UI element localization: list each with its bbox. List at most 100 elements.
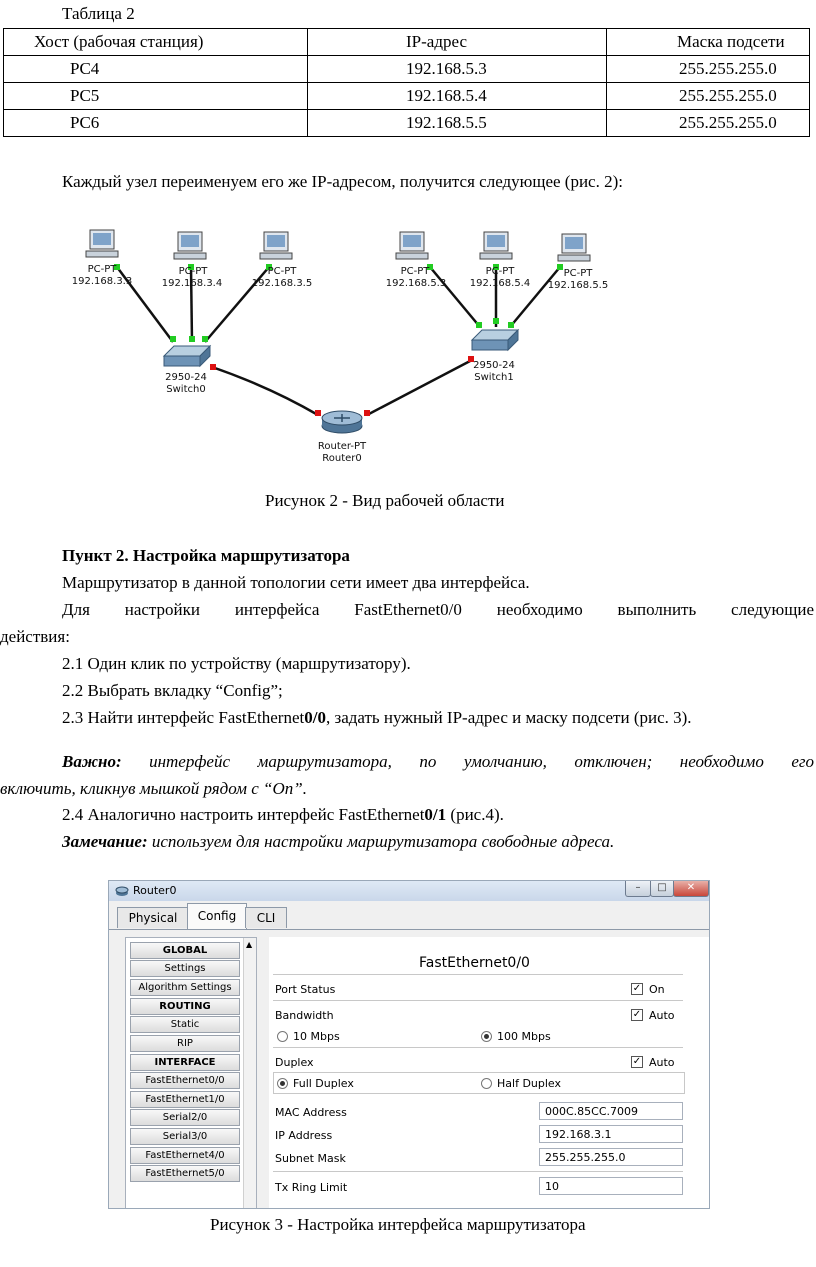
router-config-window: Router0 – □ ✕ Physical Config CLI GLOBAL… bbox=[108, 880, 710, 1209]
pc-icon bbox=[479, 231, 513, 260]
duplex-group bbox=[273, 1072, 685, 1094]
switch-name-label: Switch1 bbox=[474, 372, 513, 383]
duplex-auto-label: Auto bbox=[649, 1056, 675, 1069]
nav-static[interactable]: Static bbox=[130, 1016, 240, 1033]
subnet-mask-field[interactable]: 255.255.255.0 bbox=[539, 1148, 683, 1166]
nav-serial3-0[interactable]: Serial3/0 bbox=[130, 1128, 240, 1145]
table-row: PC4 192.168.5.3 255.255.255.0 bbox=[3, 55, 810, 83]
cable bbox=[115, 266, 175, 343]
duplex-auto-checkbox[interactable]: ✓ bbox=[631, 1056, 643, 1068]
tab-cli[interactable]: CLI bbox=[245, 907, 287, 928]
divider bbox=[273, 1047, 683, 1048]
bandwidth-label: Bandwidth bbox=[275, 1009, 334, 1022]
tab-config[interactable]: Config bbox=[187, 903, 247, 929]
pc-type-label: PC-PT bbox=[564, 268, 594, 279]
nav-fastethernet4-0[interactable]: FastEthernet4/0 bbox=[130, 1147, 240, 1164]
router-icon bbox=[115, 886, 129, 896]
host-table: Хост (рабочая станция) IP-адрес Маска по… bbox=[3, 28, 810, 137]
pc-ip-label: 192.168.5.5 bbox=[548, 280, 608, 291]
port-status-label: Port Status bbox=[275, 983, 336, 996]
radio-half-duplex[interactable] bbox=[481, 1078, 492, 1089]
window-titlebar: Router0 – □ ✕ bbox=[109, 881, 709, 901]
pc-icon bbox=[85, 229, 119, 258]
scroll-up-icon[interactable]: ▲ bbox=[246, 940, 253, 949]
maximize-button[interactable]: □ bbox=[650, 881, 674, 897]
radio-10mbps[interactable] bbox=[277, 1031, 288, 1042]
pc-ip-label: 192.168.3.4 bbox=[162, 278, 222, 289]
header-mask: Маска подсети bbox=[606, 28, 810, 56]
cable bbox=[429, 266, 481, 328]
switch-name-label: Switch0 bbox=[166, 384, 205, 395]
step: 2.4 Аналогично настроить интерфейс FastE… bbox=[62, 805, 504, 825]
radio-100mbps-label: 100 Mbps bbox=[497, 1030, 551, 1043]
step: 2.1 Один клик по устройству (маршрутизат… bbox=[62, 654, 411, 673]
nav-rip[interactable]: RIP bbox=[130, 1035, 240, 1052]
table-caption: Таблица 2 bbox=[62, 4, 135, 23]
note-text: используем для настройки маршрутизатора … bbox=[147, 832, 615, 851]
interface-heading: FastEthernet0/0 bbox=[419, 955, 530, 971]
header-ip: IP-адрес bbox=[307, 28, 607, 56]
pc-type-label: PC-PT bbox=[486, 266, 516, 277]
radio-full-duplex[interactable] bbox=[277, 1078, 288, 1089]
switch-icon bbox=[162, 344, 212, 368]
cell-ip: 192.168.5.3 bbox=[307, 55, 607, 83]
pc-ip-label: 192.168.5.3 bbox=[386, 278, 446, 289]
pc-ip-label: 192.168.5.4 bbox=[470, 278, 530, 289]
nav-global[interactable]: GLOBAL bbox=[130, 942, 240, 959]
radio-100mbps[interactable] bbox=[481, 1031, 492, 1042]
port-status-checkbox[interactable]: ✓ bbox=[631, 983, 643, 995]
pc-type-label: PC-PT bbox=[179, 266, 209, 277]
cell-mask: 255.255.255.0 bbox=[606, 55, 810, 83]
ip-address-field[interactable]: 192.168.3.1 bbox=[539, 1125, 683, 1143]
divider bbox=[273, 1171, 683, 1172]
cable bbox=[204, 266, 270, 343]
switch-model-label: 2950-24 bbox=[473, 360, 515, 371]
nav-fastethernet1-0[interactable]: FastEthernet1/0 bbox=[130, 1091, 240, 1108]
nav-settings[interactable]: Settings bbox=[130, 960, 240, 977]
config-nav-panel: GLOBAL Settings Algorithm Settings ROUTI… bbox=[125, 937, 257, 1208]
pc-type-label: PC-PT bbox=[401, 266, 431, 277]
divider bbox=[273, 1000, 683, 1001]
step-text: , задать нужный IP-адрес и маску подсети… bbox=[325, 708, 692, 727]
window-title: Router0 bbox=[133, 884, 177, 897]
router-name-label: Router0 bbox=[322, 453, 362, 464]
nav-fastethernet0-0[interactable]: FastEthernet0/0 bbox=[130, 1072, 240, 1089]
tab-physical[interactable]: Physical bbox=[117, 907, 189, 928]
router-model-label: Router-PT bbox=[318, 441, 367, 452]
pc-icon bbox=[173, 231, 207, 260]
nav-interface[interactable]: INTERFACE bbox=[130, 1054, 240, 1071]
close-button[interactable]: ✕ bbox=[673, 881, 709, 897]
bandwidth-auto-label: Auto bbox=[649, 1009, 675, 1022]
tab-bar: Physical Config CLI bbox=[109, 903, 709, 930]
step-text: (рис.4). bbox=[446, 805, 504, 824]
tx-ring-limit-field[interactable]: 10 bbox=[539, 1177, 683, 1195]
link-down-indicators bbox=[210, 356, 474, 416]
radio-half-duplex-label: Half Duplex bbox=[497, 1077, 562, 1090]
cable bbox=[509, 266, 561, 328]
important-text: интерфейс маршрутизатора, по умолчанию, … bbox=[149, 752, 814, 771]
nav-fastethernet5-0[interactable]: FastEthernet5/0 bbox=[130, 1165, 240, 1182]
ip-address-label: IP Address bbox=[275, 1129, 333, 1142]
cell-ip: 192.168.5.5 bbox=[307, 109, 607, 137]
cell-host: PC6 bbox=[3, 109, 308, 137]
pc-icon bbox=[395, 231, 429, 260]
important-note-cont: включить, кликнув мышкой рядом с “On”. bbox=[0, 779, 307, 798]
subnet-mask-label: Subnet Mask bbox=[275, 1152, 346, 1165]
pc-icon bbox=[557, 233, 591, 262]
nav-scrollbar[interactable]: ▲ bbox=[243, 938, 256, 1208]
switch-icon bbox=[470, 328, 520, 352]
minimize-button[interactable]: – bbox=[625, 881, 651, 897]
divider bbox=[273, 974, 683, 975]
mac-address-field[interactable]: 000C.85CC.7009 bbox=[539, 1102, 683, 1120]
nav-serial2-0[interactable]: Serial2/0 bbox=[130, 1109, 240, 1126]
paragraph: Для настройки интерфейса FastEthernet0/0… bbox=[62, 600, 814, 619]
nav-algorithm-settings[interactable]: Algorithm Settings bbox=[130, 979, 240, 996]
table-row: PC6 192.168.5.5 255.255.255.0 bbox=[3, 109, 810, 137]
step: 2.2 Выбрать вкладку “Config”; bbox=[62, 681, 283, 700]
interface-settings-panel: FastEthernet0/0 Port Status ✓ On Bandwid… bbox=[269, 937, 709, 1208]
bandwidth-auto-checkbox[interactable]: ✓ bbox=[631, 1009, 643, 1021]
header-host: Хост (рабочая станция) bbox=[3, 28, 308, 56]
nav-routing[interactable]: ROUTING bbox=[130, 998, 240, 1015]
switch-model-label: 2950-24 bbox=[165, 372, 207, 383]
cell-mask: 255.255.255.0 bbox=[606, 109, 810, 137]
